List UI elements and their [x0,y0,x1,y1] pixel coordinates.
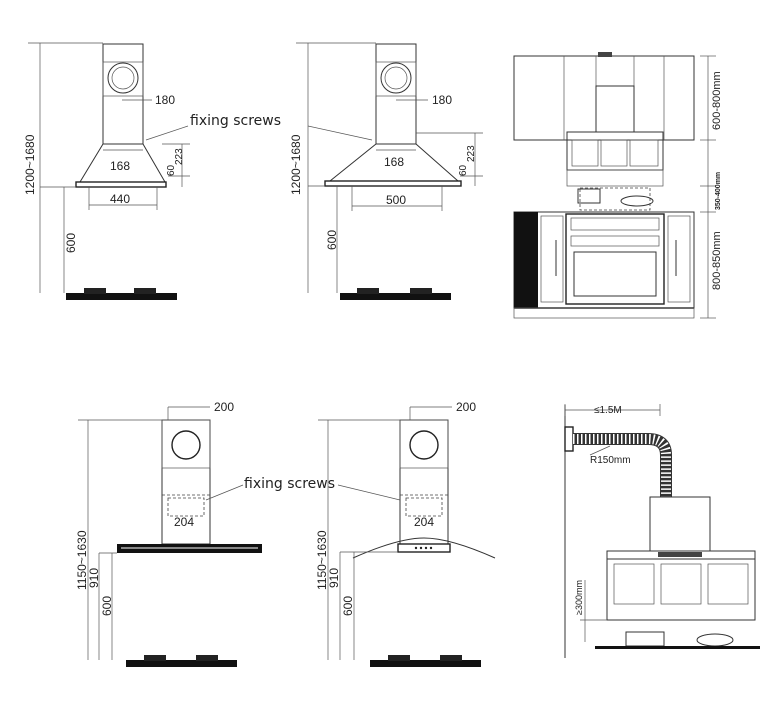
hood-bottom [324,180,462,187]
curved-glass [352,537,496,559]
hood-diagram-glass-flat: 200 204 1150~1630 910 600 fixing screws [75,400,335,667]
dim-600: 600 [64,233,78,253]
dim-r150mm: R150mm [590,455,631,466]
dim-440: 440 [110,192,130,206]
dim-600: 600 [341,596,355,616]
chimney [375,43,417,145]
hood-bottom [75,181,167,188]
duct-opening [409,430,439,460]
wall-cabinets [513,55,695,141]
dim-223: 223 [174,148,185,165]
hood-diagram-440: 1200~1680 600 180 168 440 223 60 fixing … [23,42,281,300]
hood-diagram-500: 1200~1680 600 180 168 500 223 60 [289,42,483,300]
cooktop [595,646,760,649]
dim-350-400mm: 350-400mm [715,172,722,210]
dim-200: 200 [214,400,234,414]
dim-600: 600 [100,596,114,616]
dim-1200-1680: 1200~1680 [23,134,37,195]
dim-1150-1630: 1150~1630 [315,530,329,590]
dim-910: 910 [87,568,101,588]
duct-routing-diagram: ≤1.5M R150mm ≥300mm [564,404,760,658]
dim-600: 600 [325,230,339,250]
duct-opening [107,62,139,94]
hood-body [606,558,756,621]
hood-body [566,131,664,171]
pot [577,188,601,204]
dim-600-800mm: 600-800mm [711,71,723,130]
dim-168: 168 [110,159,130,173]
dim-180: 180 [155,93,175,107]
pan [620,195,654,207]
fixing-screws-label: fixing screws [190,113,281,129]
control-strip [397,543,451,553]
dim-60: 60 [166,164,177,176]
dim-800-850mm: 800-850mm [711,231,723,290]
dim-le-1-5m: ≤1.5M [594,405,622,416]
cooktop [66,293,177,300]
pan [696,633,734,647]
dim-168: 168 [384,155,404,169]
dim-ge-300mm: ≥300mm [574,580,584,615]
dim-180: 180 [432,93,452,107]
dim-60: 60 [458,164,469,176]
pot [625,631,665,647]
hood-chimney [595,85,635,133]
dim-204: 204 [174,515,194,529]
wall-outlet [564,426,574,452]
duct-opening [171,430,201,460]
fixing-screws-label: fixing screws [244,476,335,492]
dim-910: 910 [327,568,341,588]
cooktop [340,293,451,300]
oven [565,213,665,305]
hood-diagram-glass-curved: 200 204 1150~1630 910 600 [315,400,496,667]
cooktop [370,660,481,667]
chimney [102,43,144,145]
flexible-duct [573,433,672,497]
dim-1200-1680: 1200~1680 [289,134,303,195]
chimney [649,496,711,552]
dim-500: 500 [386,193,406,207]
kitchen-installation: 600-800mm 350-400mm 800-850mm [513,52,723,319]
dim-1150-1630: 1150~1630 [75,530,89,590]
cooktop [126,660,237,667]
dim-204: 204 [414,515,434,529]
dim-223: 223 [466,145,477,162]
dim-200: 200 [456,400,476,414]
